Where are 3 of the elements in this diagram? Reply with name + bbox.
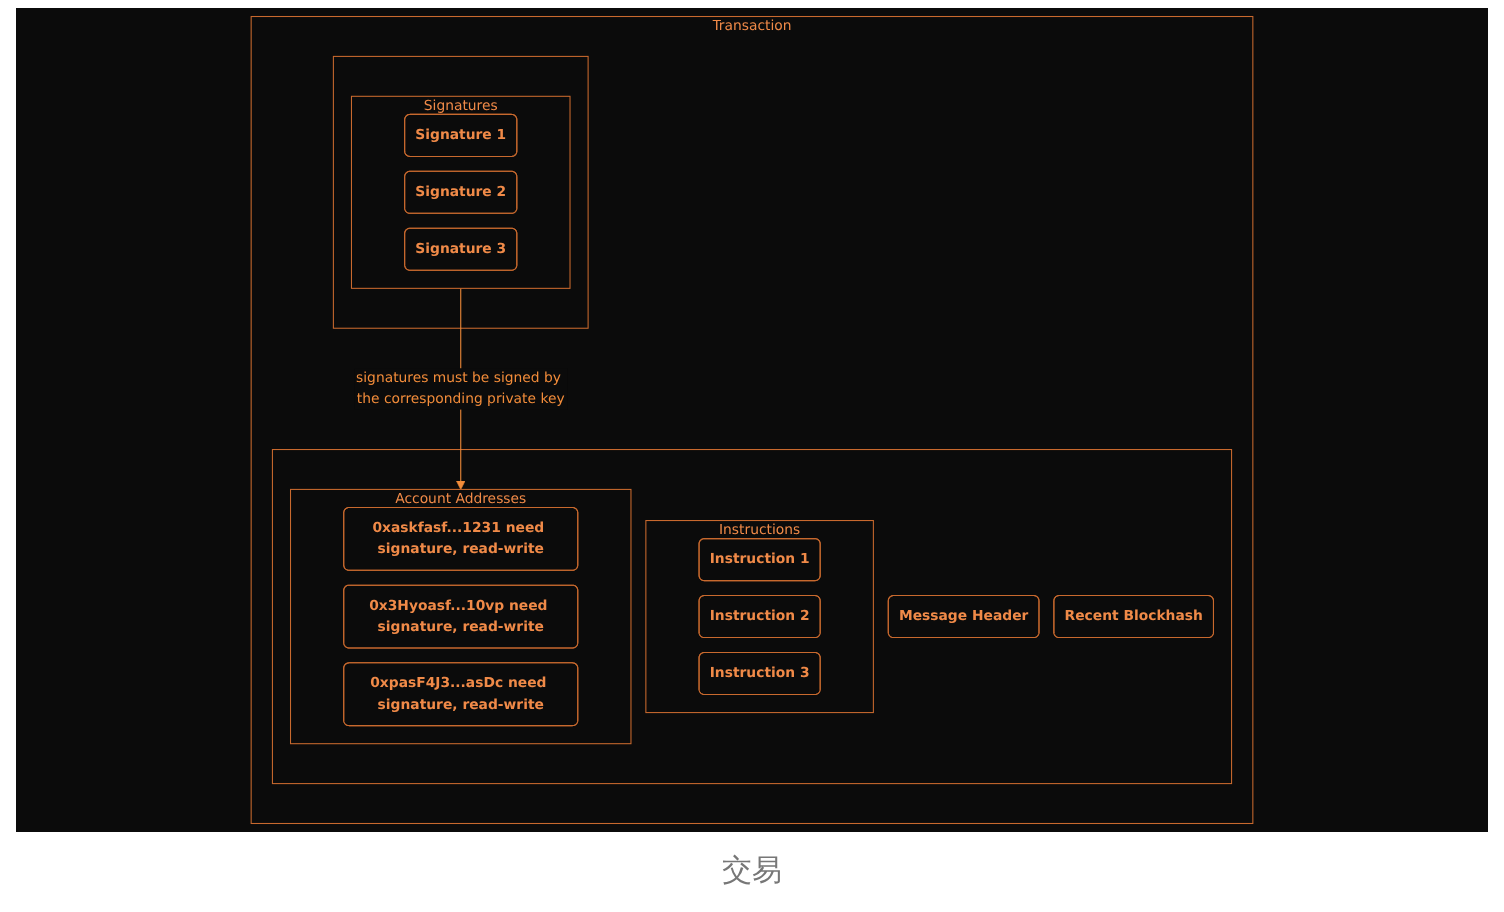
caption: 交易 (720, 852, 784, 890)
cluster (271, 449, 1233, 785)
cluster (332, 55, 589, 329)
